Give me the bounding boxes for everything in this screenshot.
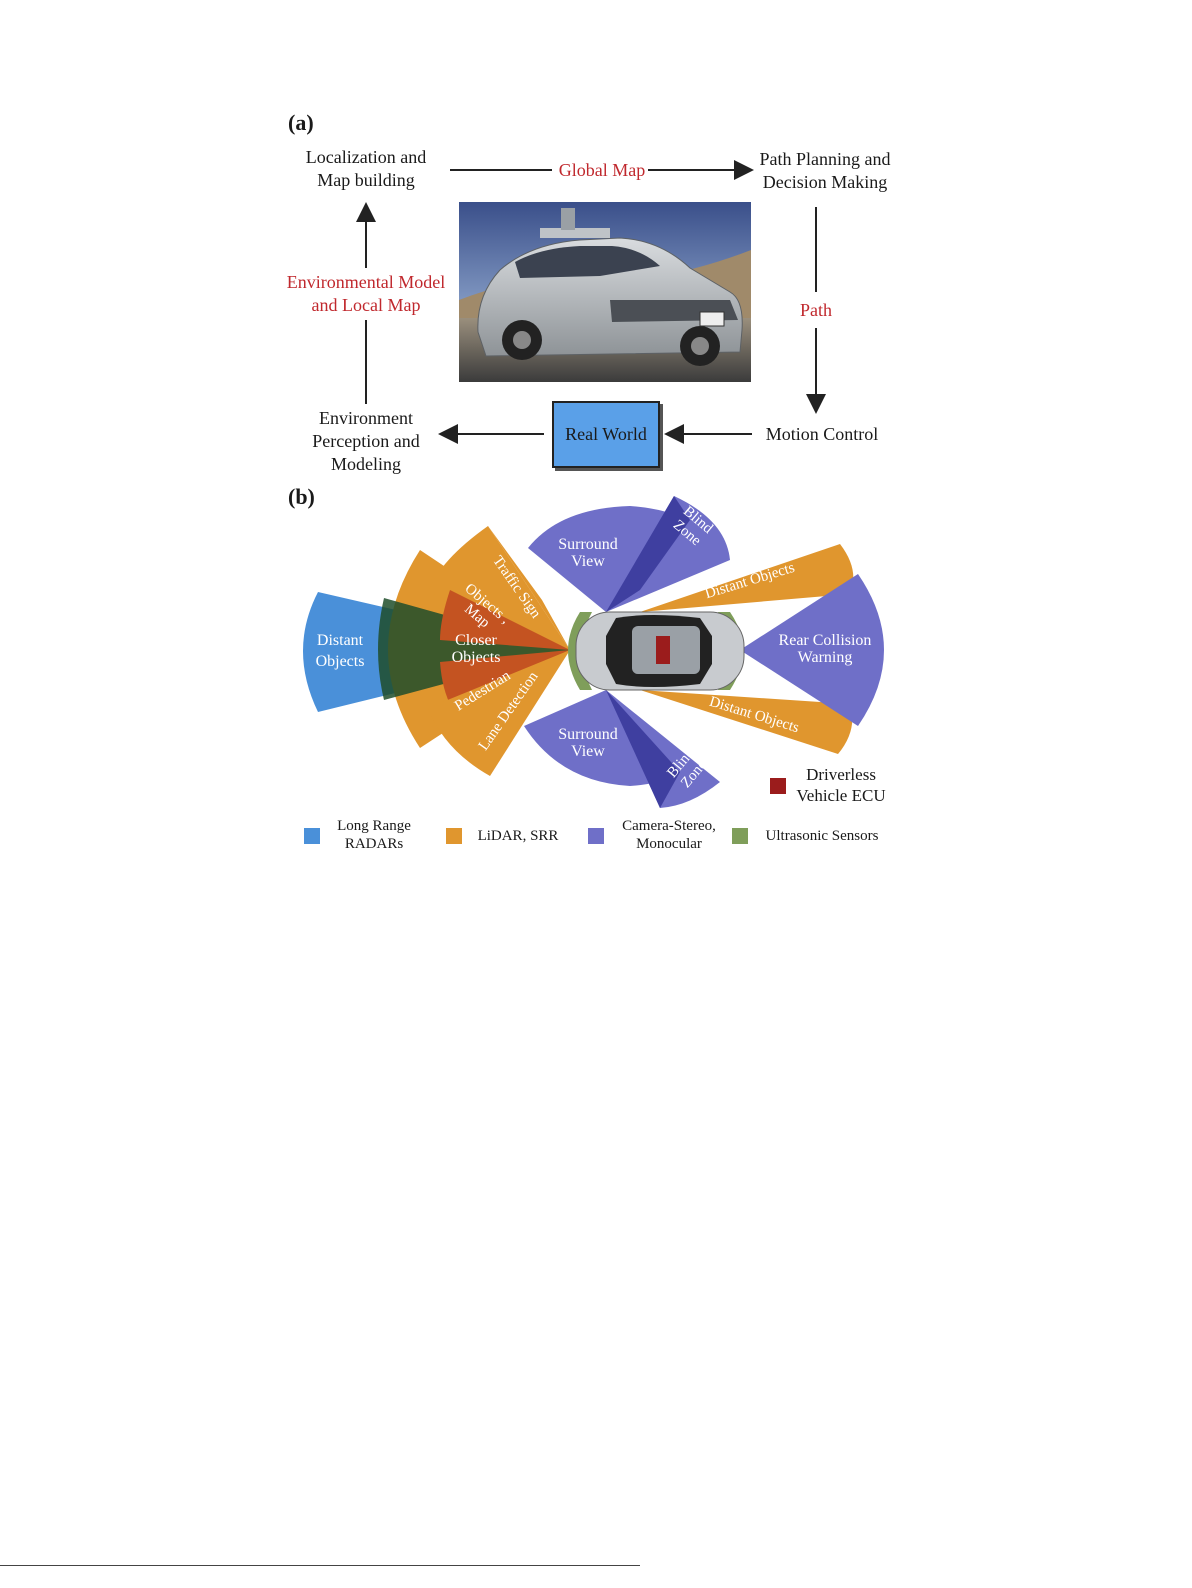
node-localization: Localization and Map building <box>305 147 427 190</box>
legend-swatch-camera <box>588 828 604 844</box>
objects-map-sector <box>440 590 570 650</box>
legend: Long Range RADARs LiDAR, SRR Camera-Ster… <box>300 816 900 856</box>
ecu-marker <box>656 636 670 664</box>
panel-a-label: (a) <box>288 110 314 135</box>
ecu-legend-label: Driverless Vehicle ECU <box>796 765 886 805</box>
node-path-planning: Path Planning and Decision Making <box>759 149 891 192</box>
edge-global-map: Global Map <box>558 160 646 180</box>
legend-label-lidar: LiDAR, SRR <box>477 828 559 844</box>
ecu-legend-swatch <box>770 778 786 794</box>
closer-objects-sector <box>378 598 570 700</box>
surround-view-top-sector <box>528 506 690 612</box>
page-footer-rule <box>0 1565 640 1566</box>
distant-rear-top-sector <box>640 544 854 612</box>
legend-swatch-lidar <box>446 828 462 844</box>
rear-collision-sector <box>740 574 884 726</box>
node-real-world: Real World <box>552 401 660 468</box>
distant-rear-bottom-sector <box>640 690 853 754</box>
node-perception: Environment Perception and Modeling <box>312 408 420 474</box>
panel-b-label: (b) <box>288 484 315 509</box>
legend-swatch-ultrasonic <box>732 828 748 844</box>
lane-detection-sector <box>428 650 570 776</box>
legend-swatch-radar <box>304 828 320 844</box>
blind-zone-bottom-sector <box>606 690 720 808</box>
zone-surround-top: Surround View <box>558 536 618 570</box>
node-motion-control: Motion Control <box>765 424 879 444</box>
edge-env-model: Environmental Model and Local Map <box>286 272 446 315</box>
zone-surround-bottom: Surround View <box>558 726 618 760</box>
legend-label-ultrasonic: Ultrasonic Sensors <box>765 828 879 844</box>
legend-label-camera: Camera-Stereo, Monocular <box>622 818 716 852</box>
edge-path: Path <box>799 300 832 320</box>
zone-closer-objects: Closer Objects <box>451 632 501 666</box>
legend-label-radar: Long Range RADARs <box>337 818 411 852</box>
zone-rear-collision: Rear Collision Warning <box>778 632 872 666</box>
zone-distant-front: Distant Objects <box>315 632 365 670</box>
